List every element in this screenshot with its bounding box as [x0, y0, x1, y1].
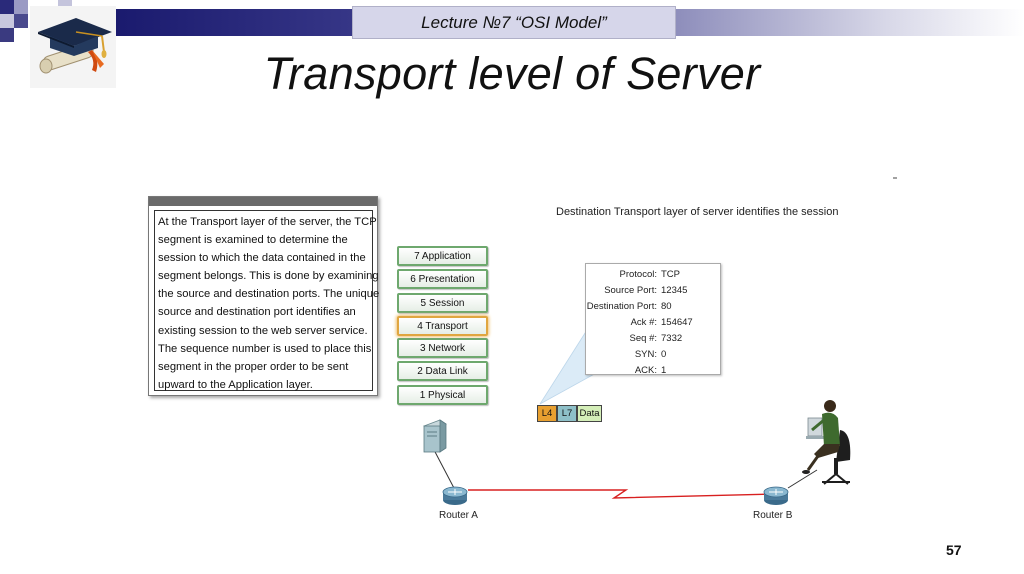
info-row-syn: SYN: 0 — [586, 347, 722, 363]
pdu-l4-header: L4 — [537, 405, 557, 422]
osi-layer-presentation: 6 Presentation — [397, 269, 488, 289]
explanation-line: upward to the Application layer. — [158, 378, 313, 391]
server-link — [432, 447, 456, 491]
explanation-line: the source and destination ports. The un… — [158, 288, 380, 301]
info-row-protocol: Protocol: TCP — [586, 267, 722, 283]
router-a-label: Router A — [439, 510, 478, 521]
server-icon — [423, 419, 447, 453]
info-value: 12345 — [661, 285, 688, 296]
osi-layer-physical: 1 Physical — [397, 385, 488, 405]
explanation-line: session to which the data contained in t… — [158, 252, 366, 265]
callout-wedge — [540, 330, 598, 404]
deco-square — [14, 0, 28, 14]
info-value: TCP — [661, 269, 680, 280]
info-key: ACK: — [634, 365, 657, 376]
info-key: Protocol: — [619, 269, 658, 280]
deco-square — [0, 0, 14, 14]
info-value: 154647 — [661, 317, 693, 328]
info-key: Destination Port: — [586, 301, 657, 312]
osi-layer-session: 5 Session — [397, 293, 488, 313]
osi-layer-data-link: 2 Data Link — [397, 361, 488, 381]
explanation-line: The sequence number is used to place thi… — [158, 342, 372, 355]
graduation-cap-icon — [30, 6, 116, 88]
router-b-label: Router B — [753, 510, 793, 521]
explanation-line: At the Transport layer of the server, th… — [158, 216, 377, 228]
segment-info-panel: Protocol: TCP Source Port: 12345 Destina… — [585, 263, 722, 376]
explanation-line: segment in the proper order to be sent — [158, 360, 349, 373]
deco-square — [58, 0, 72, 8]
callout-edge — [539, 371, 599, 405]
osi-layer-application: 7 Application — [397, 246, 488, 266]
info-row-ack-number: Ack #: 154647 — [586, 315, 722, 331]
deco-square — [14, 14, 28, 28]
user-at-computer-icon — [802, 400, 851, 485]
deco-square — [0, 28, 14, 42]
pdu-data: Data — [577, 405, 602, 422]
explanation-text: At the Transport layer of the server, th… — [154, 210, 380, 391]
info-row-ack-flag: ACK: 1 — [586, 363, 722, 379]
explanation-line: segment belongs. This is done by examini… — [158, 270, 379, 283]
explanation-box-bar — [149, 197, 377, 206]
osi-layer-transport: 4 Transport — [397, 316, 488, 336]
diagram-caption: Destination Transport layer of server id… — [556, 206, 839, 218]
router-b-icon — [763, 486, 789, 505]
router-a-icon — [442, 486, 468, 505]
info-row-source-port: Source Port: 12345 — [586, 283, 722, 299]
info-value: 0 — [661, 349, 667, 360]
deco-square — [0, 14, 14, 28]
info-key: SYN: — [634, 349, 657, 360]
page-number: 57 — [946, 542, 962, 558]
info-value: 80 — [661, 301, 672, 312]
info-key: Source Port: — [604, 285, 657, 296]
explanation-line: existing session to the web server servi… — [158, 324, 368, 337]
pc-link — [787, 469, 818, 489]
info-row-destination-port: Destination Port: 80 — [586, 299, 722, 315]
explanation-box: At the Transport layer of the server, th… — [148, 196, 380, 396]
info-value: 7332 — [661, 333, 683, 344]
pdu-l7-header: L7 — [557, 405, 577, 422]
osi-layer-network: 3 Network — [397, 338, 488, 358]
info-row-seq-number: Seq #: 7332 — [586, 331, 722, 347]
wan-link — [468, 489, 777, 499]
slide-title: Transport level of Server — [263, 48, 761, 99]
lecture-label-box: Lecture №7 “OSI Model” — [352, 6, 676, 39]
info-value: 1 — [661, 365, 667, 376]
explanation-line: source and destination port identifies a… — [158, 306, 356, 319]
info-key: Seq #: — [629, 333, 657, 344]
lecture-label: Lecture №7 “OSI Model” — [421, 12, 607, 32]
explanation-line: segment is examined to determine the — [158, 234, 348, 247]
callout-edge — [539, 329, 588, 405]
info-key: Ack #: — [630, 317, 657, 328]
